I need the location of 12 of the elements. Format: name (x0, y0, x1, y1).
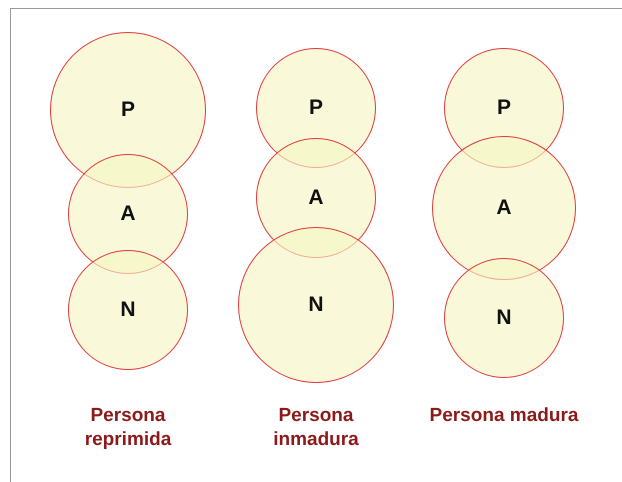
circle-letter: A (496, 196, 512, 220)
circle-letter: P (121, 98, 135, 122)
circle-letter: N (120, 298, 136, 322)
circle-letter: P (497, 96, 511, 120)
circle-letter: A (120, 202, 136, 226)
circle-letter: N (308, 293, 324, 317)
column-caption: Persona inmadura (272, 404, 360, 452)
circle-letter: P (309, 96, 323, 120)
circle-letter: A (308, 186, 324, 210)
column-caption: Persona madura (428, 404, 580, 428)
column-caption: Persona reprimida (84, 404, 172, 452)
circle-letter: N (496, 306, 512, 330)
